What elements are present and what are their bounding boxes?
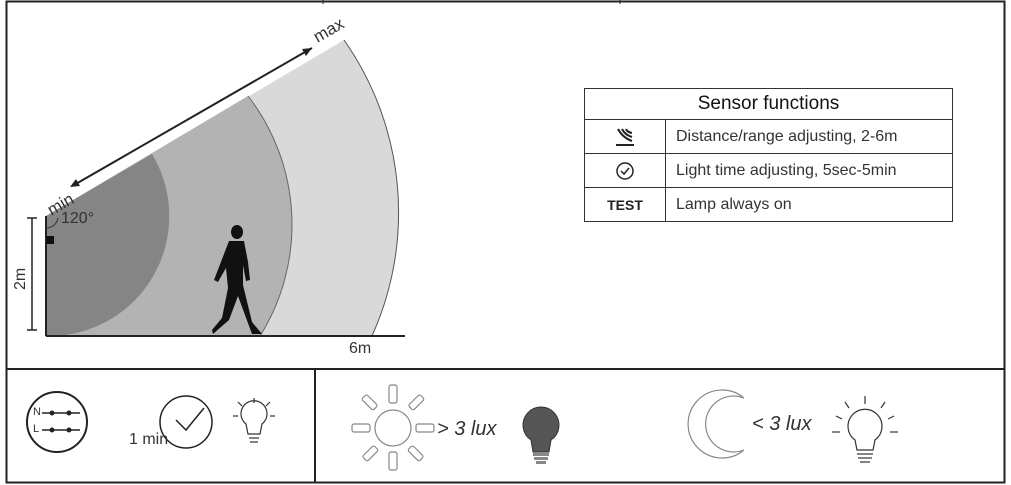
bright-lux-label: > 3 lux	[437, 418, 497, 440]
moon-icon	[687, 389, 745, 459]
time-label: 1 min	[129, 431, 169, 448]
range-arrow	[70, 47, 313, 187]
bulb-off-icon	[522, 406, 560, 464]
bulb-lit-icon	[832, 396, 898, 463]
clock-icon	[159, 395, 213, 449]
sun-icon	[351, 384, 435, 471]
height-dimension	[27, 217, 37, 331]
table-row: Distance/range adjusting, 2-6m	[585, 120, 952, 154]
wiring-icon	[26, 391, 88, 453]
wiring-n-label: N	[33, 406, 41, 418]
row-text: Light time adjusting, 5sec-5min	[676, 161, 897, 179]
angle-label: 120°	[61, 210, 95, 227]
range-sensor-icon	[585, 120, 666, 153]
zone-inner	[46, 154, 170, 337]
bulb-on-icon	[233, 398, 275, 443]
detection-zones	[46, 39, 400, 337]
sensor-mount	[46, 236, 54, 244]
row-text: Lamp always on	[676, 195, 792, 213]
timer-icon	[585, 154, 666, 187]
height-label: 2m	[12, 267, 29, 290]
angle-arc	[45, 217, 59, 229]
wiring-l-label: L	[33, 423, 40, 435]
dark-lux-label: < 3 lux	[752, 413, 812, 435]
table-row: TEST Lamp always on	[585, 188, 952, 221]
person-icon	[212, 225, 262, 334]
row-text: Distance/range adjusting, 2-6m	[676, 127, 898, 145]
sensor-functions-table: Sensor functions Distance/range adjustin…	[584, 88, 953, 222]
table-row: Light time adjusting, 5sec-5min	[585, 154, 952, 188]
test-label: TEST	[585, 188, 666, 221]
range-label: 6m	[349, 340, 372, 357]
table-title: Sensor functions	[585, 89, 952, 120]
